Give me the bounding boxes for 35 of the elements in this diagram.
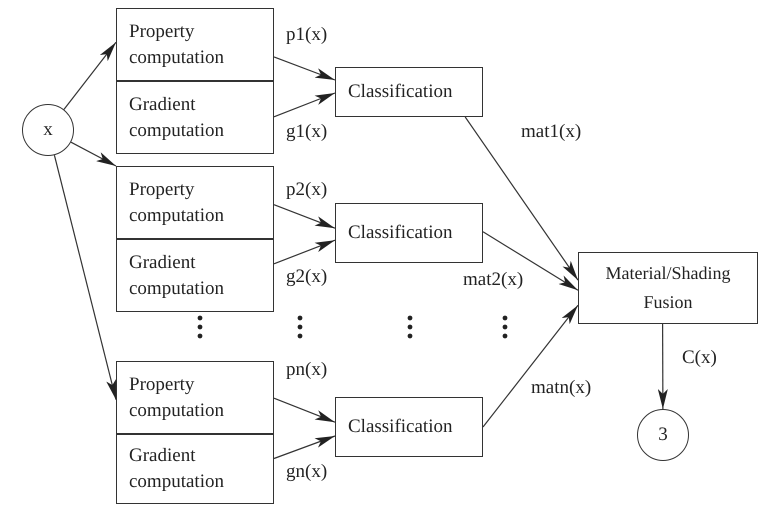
process-box: Classification (335, 67, 483, 117)
edge-label: g2(x) (285, 267, 328, 288)
arrow (63, 42, 116, 110)
edge-label: gn(x) (285, 462, 328, 483)
process-box: Gradient computation (116, 239, 274, 312)
circle-node: x (22, 104, 74, 156)
process-box: Gradient computation (116, 434, 274, 504)
edge-label: mat1(x) (520, 122, 582, 143)
arrow (54, 155, 117, 400)
process-box: Classification (335, 203, 483, 263)
edge-label: g1(x) (285, 122, 328, 143)
process-box: Gradient computation (116, 81, 274, 154)
process-box: Property computation (116, 166, 274, 239)
arrow (464, 116, 578, 280)
circle-node: 3 (637, 409, 689, 461)
arrow (658, 324, 668, 409)
arrow (274, 56, 336, 81)
edge-label: p2(x) (285, 180, 328, 201)
arrow (482, 304, 578, 428)
arrow (274, 435, 336, 460)
edge-label: mat2(x) (462, 270, 524, 291)
process-box: Property computation (116, 361, 274, 434)
edge-label: C(x) (681, 348, 718, 369)
process-box: Classification (335, 397, 483, 457)
arrow (274, 398, 336, 423)
process-box: Material/Shading Fusion (578, 252, 758, 324)
edge-label: matn(x) (530, 378, 592, 399)
arrow (482, 231, 578, 291)
arrow (274, 204, 336, 229)
arrow (274, 92, 336, 118)
process-box: Property computation (116, 8, 274, 81)
arrow (274, 240, 336, 264)
arrow (70, 142, 116, 167)
edge-label: pn(x) (285, 360, 328, 381)
edge-label: p1(x) (285, 25, 328, 46)
